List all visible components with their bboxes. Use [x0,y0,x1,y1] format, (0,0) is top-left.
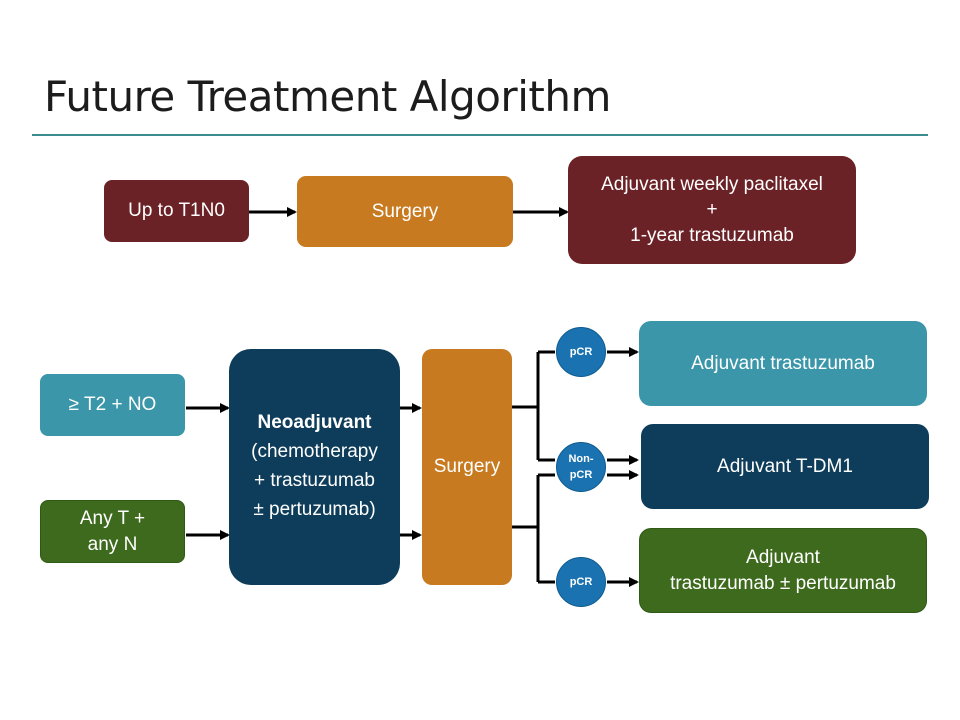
node-up-to-t1n0: Up to T1N0 [104,180,249,242]
node-surgery-row2-label: Surgery [433,456,501,478]
node-any-t-line1: Any T + [79,508,146,530]
page-title: Future Treatment Algorithm [44,72,611,121]
node-adjuvant-tdm1: Adjuvant T-DM1 [641,424,929,509]
circle-pcr-bottom-label: pCR [569,575,593,588]
circle-pcr-top-label: pCR [569,345,593,358]
node-surgery-row1: Surgery [297,176,513,247]
node-neoadjuvant-title: Neoadjuvant [257,412,372,434]
node-neoadjuvant-line3: ± pertuzumab) [253,498,376,520]
node-any-t-line2: any N [87,533,138,555]
node-surgery-row1-label: Surgery [371,200,439,222]
node-adjuvant-paclitaxel-line2: + [706,199,718,221]
node-neoadjuvant: Neoadjuvant (chemotherapy + trastuzumab … [229,349,400,585]
node-adjuvant-tp-line2: trastuzumab ± pertuzumab [670,572,896,594]
node-adjuvant-paclitaxel-line1: Adjuvant weekly paclitaxel [601,174,823,196]
node-any-t-any-n: Any T + any N [40,500,185,563]
node-surgery-row2: Surgery [422,349,512,585]
circle-non-pcr: Non- pCR [556,442,606,492]
node-adjuvant-tp-line1: Adjuvant [746,547,820,569]
node-adjuvant-trastuzumab: Adjuvant trastuzumab [639,321,927,406]
title-divider [32,134,928,136]
node-adjuvant-tdm1-label: Adjuvant T-DM1 [717,455,853,477]
node-adjuvant-trastuzumab-label: Adjuvant trastuzumab [691,352,875,374]
node-neoadjuvant-line2: + trastuzumab [254,470,375,491]
circle-pcr-top: pCR [556,327,606,377]
node-t2-n0: ≥ T2 + NO [40,374,185,436]
circle-non-pcr-line2: pCR [569,469,593,481]
node-adjuvant-paclitaxel-line3: 1-year trastuzumab [630,224,794,246]
node-adjuvant-paclitaxel: Adjuvant weekly paclitaxel + 1-year tras… [568,156,856,264]
node-t2-n0-label: ≥ T2 + NO [68,394,157,416]
node-up-to-t1n0-label: Up to T1N0 [128,200,225,222]
circle-pcr-bottom: pCR [556,557,606,607]
node-neoadjuvant-line1: (chemotherapy [251,441,378,463]
circle-non-pcr-line1: Non- [568,452,594,465]
node-adjuvant-trastuzumab-pertuzumab: Adjuvant trastuzumab ± pertuzumab [639,528,927,613]
